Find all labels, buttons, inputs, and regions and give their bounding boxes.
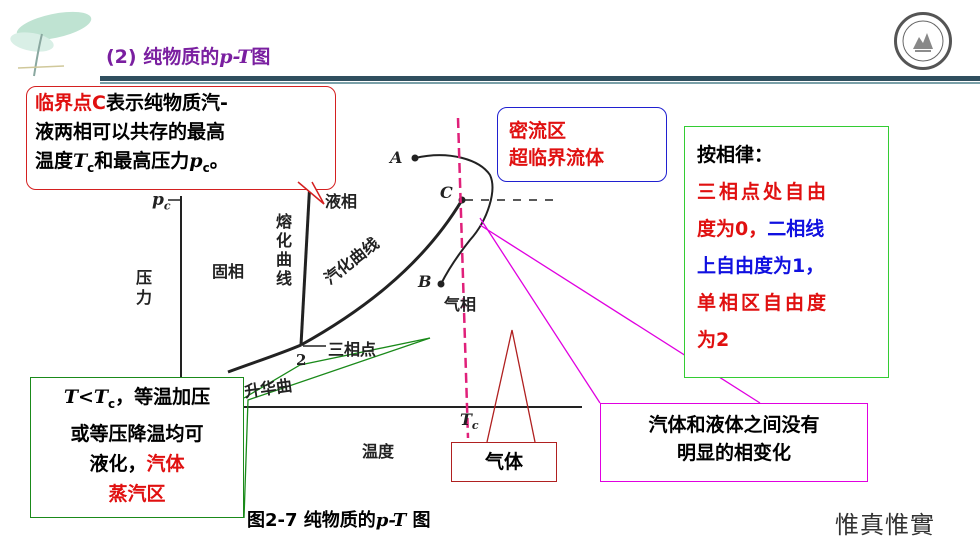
phase-rule-box: 按相律： 三相点处自由 度为0，二相线 上自由度为1， 单相区自由度 为2 <box>684 126 889 378</box>
university-motto: 惟真惟實 <box>835 511 935 539</box>
point-a-label: A <box>390 148 403 167</box>
leaf-logo-icon <box>10 11 92 77</box>
liquefaction-box: T<Tc，等温加压 或等压降温均可 液化，汽体 蒸汽区 <box>30 377 244 518</box>
tc-label: Tc <box>460 410 479 433</box>
callout-tail-icon <box>297 181 325 205</box>
point-c-label: C <box>440 183 453 202</box>
melting-curve-label: 熔化曲线 <box>276 212 293 288</box>
melting-curve <box>299 179 312 346</box>
supercritical-callout: 密流区 超临界流体 <box>497 107 667 182</box>
pressure-axis-label: 压力 <box>136 268 153 307</box>
sublimation-curve <box>227 343 302 374</box>
liquefy-pointer-2 <box>243 337 431 519</box>
no-phase-change-box: 汽体和液体之间没有 明显的相变化 <box>600 403 868 482</box>
solid-phase-label: 固相 <box>212 262 245 281</box>
point-b-marker <box>437 280 445 288</box>
no-change-pointer <box>479 217 601 404</box>
page-title: (2) 纯物质的p-T图 <box>106 46 271 68</box>
header-divider <box>100 76 980 81</box>
gas-phase-label: 气相 <box>444 295 477 314</box>
isotherm-path-ab <box>414 154 494 285</box>
header-divider-thin <box>100 82 980 84</box>
gas-box: 气体 <box>451 442 557 482</box>
gas-pointer <box>486 329 536 443</box>
liquefy-pointer <box>243 337 431 399</box>
vaporization-curve <box>300 199 464 347</box>
critical-point-callout: 临界点C表示纯物质汽- 液两相可以共存的最高 温度Tc和最高压力pc。 <box>26 86 336 190</box>
tc-dashed-line <box>456 117 470 439</box>
university-seal-icon <box>894 12 952 70</box>
figure-caption: 图2-7 纯物质的p-T 图 <box>247 510 431 531</box>
point-a-marker <box>411 154 419 162</box>
point-b-label: B <box>418 272 432 291</box>
triple-point-label: 三相点 <box>328 340 377 359</box>
point-2-label: 2 <box>296 351 307 369</box>
liquid-phase-label: 液相 <box>325 192 358 211</box>
pc-label: pc <box>152 190 171 213</box>
temperature-axis-label: 温度 <box>362 442 395 461</box>
